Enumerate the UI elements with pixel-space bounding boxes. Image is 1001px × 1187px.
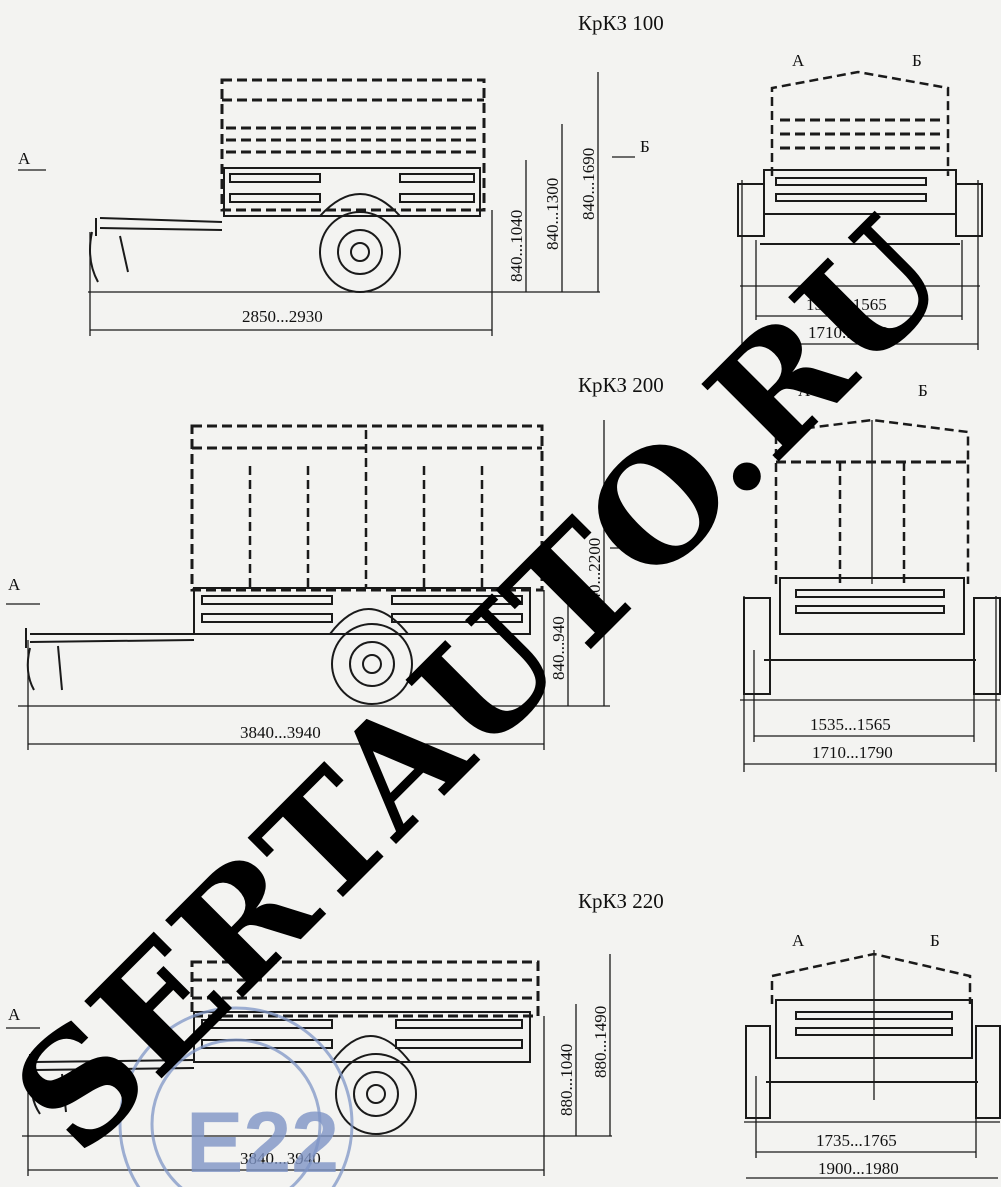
model-krkz100: КрКЗ 100 А Б [18,11,983,350]
drawbar-2 [25,628,195,648]
length-dim-krkz220: 3840...3940 [240,1149,321,1168]
height-dim-1-krkz220: 880...1040 [557,1044,576,1116]
certification-stamp: E22 [118,1006,354,1187]
height-dim-2-krkz100: 840...1300 [543,178,562,250]
fender-3 [331,1035,411,1063]
model-title-krkz100: КрКЗ 100 [578,11,664,35]
rear-canopy-2 [774,418,970,584]
cargo-body-2 [193,587,531,635]
rear-view-krkz220: А Б 1735...1765 1900...1980 [744,931,1001,1179]
side-view-krkz200: А Б 3840...3940 [6,420,650,750]
wheel-2 [331,623,413,705]
rear-view-krkz200: А Б 1535...1565 1710...1790 [740,381,1001,772]
fender [319,193,401,217]
left-wheel [737,183,765,237]
right-wheel-3 [975,1025,1001,1119]
right-wheel-2 [973,597,1001,695]
height-dim-1-krkz100: 840...1040 [507,210,526,282]
width-outer-krkz100: 1710...1790 [808,323,889,342]
fender-2 [329,608,409,635]
length-dim-krkz100: 2850...2930 [242,307,323,326]
model-krkz200: КрКЗ 200 А Б [6,373,1001,772]
height-dim-2-krkz220: 880...1490 [591,1006,610,1078]
left-wheel-3 [745,1025,771,1119]
support-leg-2 [26,645,63,691]
view-arrow-a-label-3: А [8,1005,21,1024]
wheel-3 [335,1053,417,1135]
rear-canopy [770,70,950,176]
rear-label-a-2: А [798,381,811,400]
model-title-krkz200: КрКЗ 200 [578,373,664,397]
right-wheel [955,183,983,237]
support-leg-3 [31,1073,67,1115]
width-inner-krkz200: 1535...1565 [810,715,891,734]
width-inner-krkz100: 1535...1565 [806,295,887,314]
wheel [319,211,401,293]
width-outer-krkz200: 1710...1790 [812,743,893,762]
width-outer-krkz220: 1900...1980 [818,1159,899,1178]
model-krkz220: КрКЗ 220 А 3840...3940 880. [6,889,1001,1179]
side-view-krkz220: А 3840...3940 880...1040 880...14 [6,954,612,1176]
view-arrow-b-label-2: Б [640,529,650,548]
canopy-outline-2 [190,424,544,592]
rear-view-krkz100: А Б 1535...1565 1710...1790 [737,51,983,350]
height-dim-2-krkz200: 840...2200 [585,538,604,610]
view-arrow-b-label: Б [640,137,650,156]
view-arrow-a-label-2: А [8,575,21,594]
length-dim-krkz200: 3840...3940 [240,723,321,742]
model-title-krkz220: КрКЗ 220 [578,889,664,913]
support-leg [89,231,129,283]
rear-label-a: А [792,51,805,70]
left-wheel-2 [743,597,771,695]
view-arrow-a-label: А [18,149,31,168]
rear-label-a-3: А [792,931,805,950]
width-inner-krkz220: 1735...1765 [816,1131,897,1150]
height-dim-3-krkz100: 840...1690 [579,148,598,220]
stamp-mark: E22 [186,1095,339,1187]
rear-canopy-3 [770,952,972,1004]
side-view-krkz100: А Б [18,72,650,336]
rear-label-b-2: Б [918,381,928,400]
height-dim-1-krkz200: 840...940 [549,616,568,680]
rear-label-b-3: Б [930,931,940,950]
drawbar-3 [29,1054,195,1076]
cargo-body [223,167,481,217]
cargo-body-3 [193,1011,531,1063]
drawbar [95,217,223,236]
canopy-outline-3 [190,960,540,1018]
rear-label-b: Б [912,51,922,70]
